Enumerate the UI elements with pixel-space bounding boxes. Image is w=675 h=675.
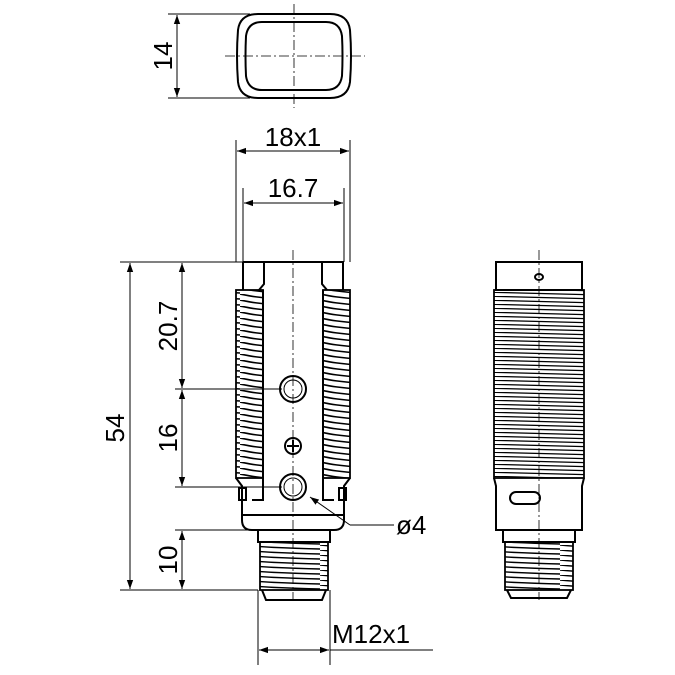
dim-m12-label: M12x1 <box>332 619 410 649</box>
dim-10-label: 10 <box>153 546 183 575</box>
front-lower-step-left <box>252 478 264 501</box>
connector-thread-dimension: M12x1 <box>257 590 433 665</box>
side-connector-thread <box>504 541 574 591</box>
side-thread <box>493 289 585 479</box>
front-top-notch-left <box>258 262 265 291</box>
dim-16-label: 16 <box>153 424 183 453</box>
side-connector-end <box>506 589 572 599</box>
dim-o4-label: ø4 <box>396 510 426 540</box>
hole-diameter-callout: ø4 <box>309 496 426 540</box>
front-thread-left <box>235 289 264 479</box>
width-dimensions: 18x1 16.7 <box>235 122 351 262</box>
side-led-indicator <box>534 273 544 281</box>
dim-16-7-label: 16.7 <box>268 173 319 203</box>
front-slot-left <box>238 487 247 501</box>
mounting-hole-upper-inner <box>283 379 303 399</box>
front-lower-step-right <box>322 478 334 501</box>
top-view: 14 <box>148 4 365 108</box>
dim-14-label: 14 <box>148 42 178 71</box>
front-body-outline <box>242 261 344 290</box>
connector-collar <box>257 529 331 543</box>
front-view <box>235 250 351 601</box>
front-top-notch-right <box>321 262 328 291</box>
screw-slot-icon <box>287 440 299 452</box>
connector-thread <box>259 541 329 591</box>
dim-20-7-label: 20.7 <box>153 301 183 352</box>
front-slot-right <box>338 487 347 501</box>
dim-18x1-label: 18x1 <box>265 122 321 152</box>
mounting-hole-lower-inner <box>283 477 303 497</box>
vertical-dimensions: 54 20.7 16 10 <box>100 261 282 591</box>
top-view-outer-outline <box>236 13 352 99</box>
front-thread-right <box>322 289 351 479</box>
top-view-inner-outline <box>244 21 344 91</box>
connector-end <box>261 589 327 601</box>
dim-o4-leader <box>309 496 351 526</box>
side-view <box>493 250 585 600</box>
side-slot <box>509 491 541 505</box>
dim-54-label: 54 <box>100 414 130 443</box>
adjustment-screw <box>284 437 302 455</box>
